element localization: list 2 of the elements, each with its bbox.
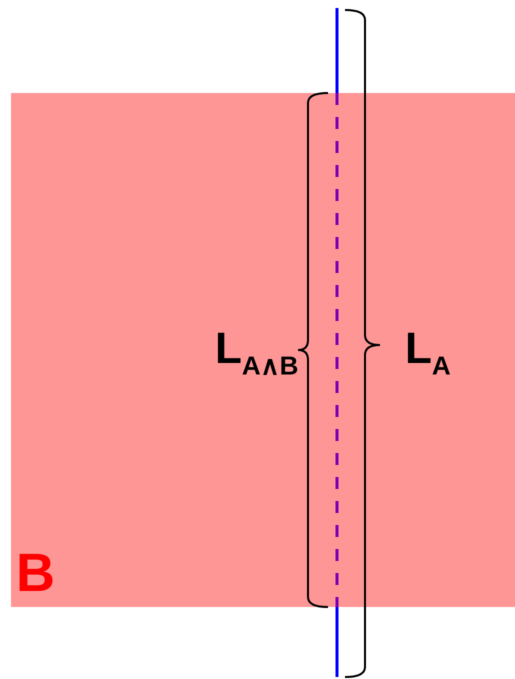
region-label: B bbox=[16, 546, 55, 600]
region-square bbox=[11, 93, 515, 607]
